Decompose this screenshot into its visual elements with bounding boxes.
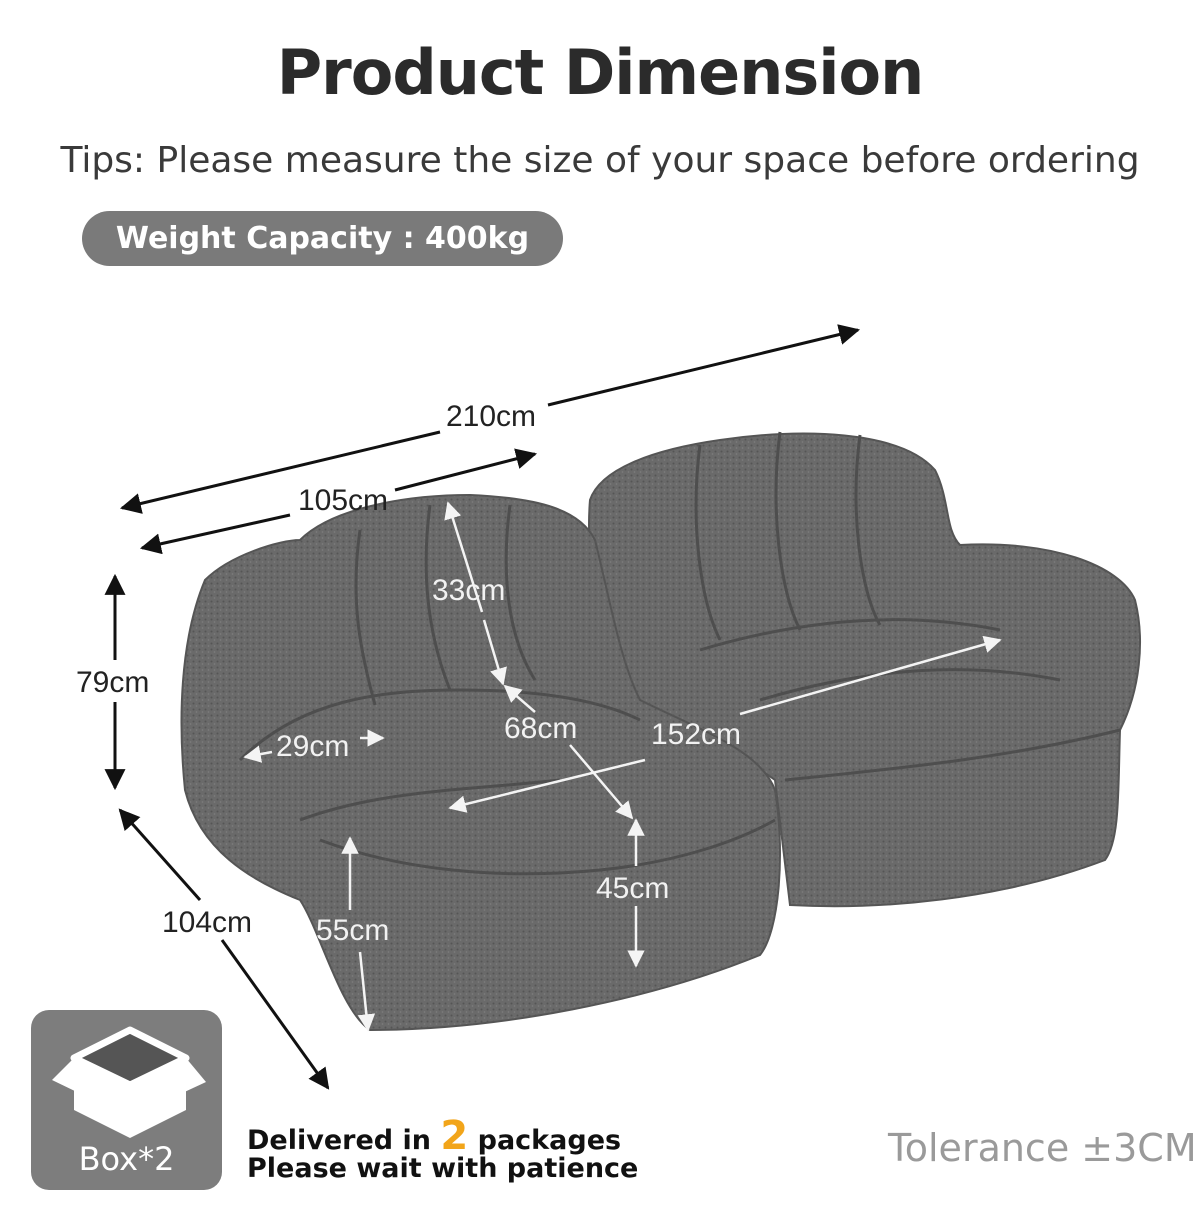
tips-text: Tips: Please measure the size of your sp…: [60, 140, 1140, 181]
dim-overall-width: 210cm: [446, 400, 537, 433]
seat-dimension-arrows: [243, 501, 1002, 1032]
delivery-prefix: Delivered in: [247, 1125, 441, 1156]
tolerance-note: Tolerance ±3CM: [888, 1126, 1197, 1170]
page-title: Product Dimension: [276, 36, 925, 109]
sofa-left-module: [180, 493, 781, 1032]
dim-height: 79cm: [76, 666, 150, 699]
package-count: 2: [440, 1113, 469, 1159]
box-icon: [31, 1010, 222, 1190]
dim-module-width: 105cm: [298, 484, 389, 517]
sofa-right-module: [588, 431, 1141, 908]
weight-capacity-badge: Weight Capacity : 400kg: [82, 211, 563, 266]
wait-note: Please wait with patience: [247, 1153, 639, 1184]
dim-seat-width: 152cm: [651, 718, 742, 751]
delivery-note: Delivered in 2 packages Please wait with…: [247, 1116, 639, 1184]
dim-seat-depth: 68cm: [504, 712, 578, 745]
dim-backrest-height: 33cm: [432, 574, 506, 607]
delivery-suffix: packages: [468, 1125, 622, 1156]
dim-seat-height: 45cm: [596, 872, 670, 905]
dim-armrest-width: 29cm: [276, 730, 350, 763]
dim-depth: 104cm: [162, 906, 253, 939]
box-count-label: Box*2: [78, 1140, 175, 1178]
dim-armrest-height: 55cm: [316, 914, 390, 947]
delivery-line: Delivered in 2 packages: [247, 1116, 638, 1156]
dimension-arrows: [104, 324, 861, 1090]
